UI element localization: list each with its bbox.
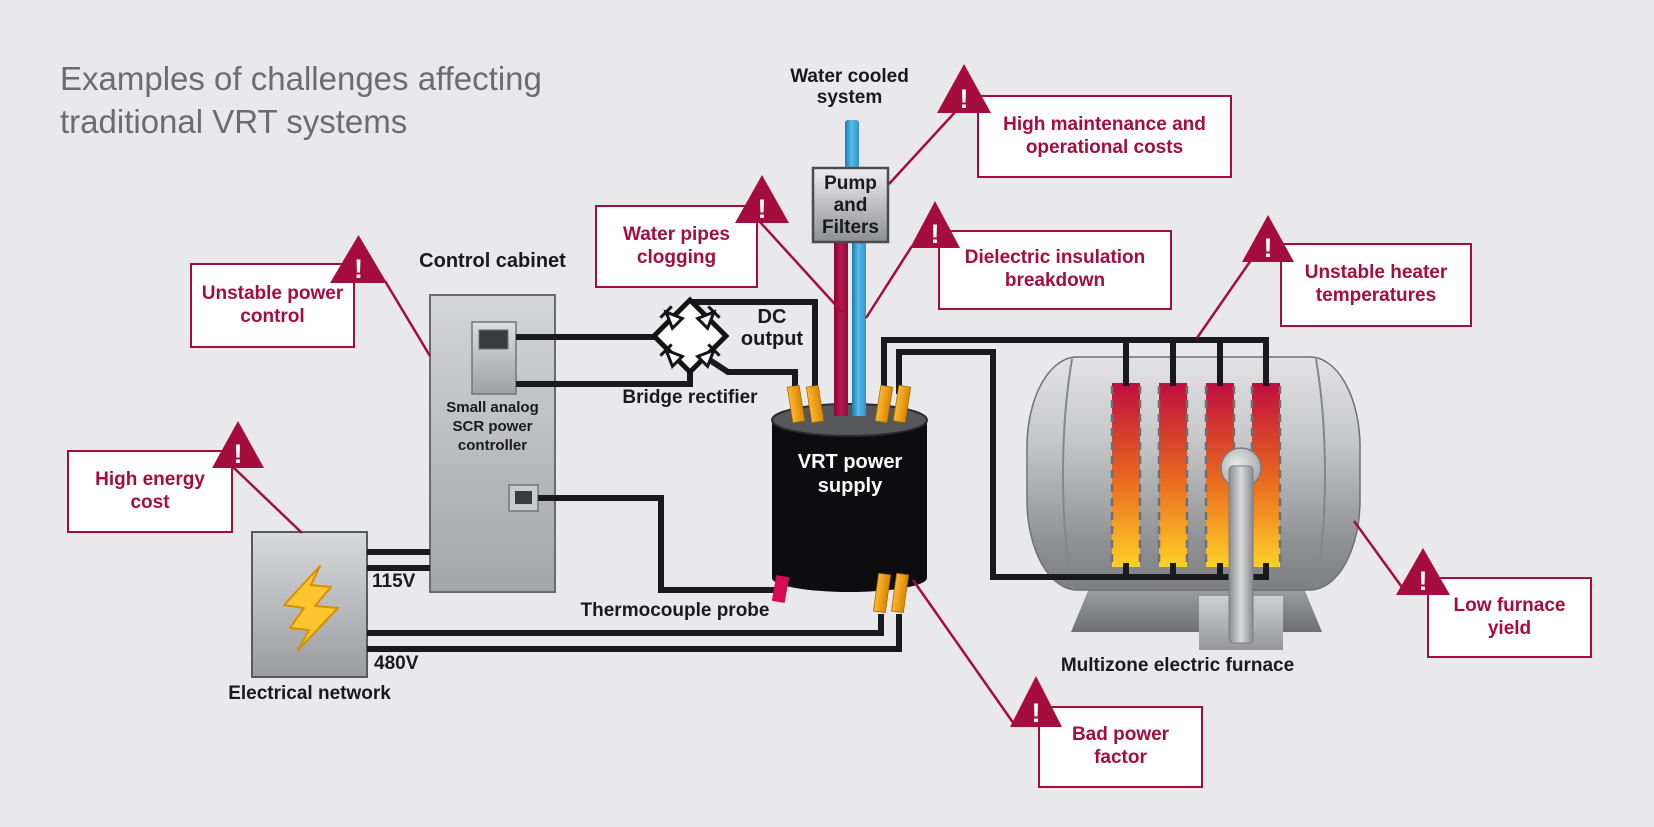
pump-filters-box — [811, 166, 890, 244]
furnace-body — [1026, 356, 1361, 591]
pointer-unstable-heater — [1195, 249, 1260, 339]
callout-high-maintenance-costs: High maintenance and operational costs — [977, 95, 1232, 178]
pointer-bad-power — [911, 579, 1016, 725]
blue-pipe — [845, 120, 859, 174]
wire-ac-2 — [516, 372, 693, 387]
diode-icon — [659, 305, 685, 331]
thermocouple-probe-label: Thermocouple probe — [580, 600, 770, 621]
bridge-rectifier — [650, 296, 730, 376]
page-title: Examples of challenges affecting traditi… — [60, 60, 542, 140]
water-pipes — [834, 120, 866, 416]
blue-pipe — [852, 240, 866, 416]
callout-text: High energy cost — [95, 468, 205, 513]
vrt-power-supply-label: VRT power supply — [797, 451, 903, 497]
callout-text: Bad power factor — [1071, 724, 1170, 768]
wires — [367, 299, 1269, 652]
callout-unstable-heater-temperatures: Unstable heater temperatures — [1280, 243, 1472, 327]
diode-icon — [659, 343, 685, 369]
pointer-low-yield — [1352, 520, 1406, 591]
exclamation-glyph: ! — [959, 83, 969, 114]
callout-text: Unstable power control — [201, 282, 344, 327]
voltage-480-label: 480V — [374, 653, 419, 674]
callout-text: Low furnace yield — [1453, 594, 1566, 639]
voltage-115-label: 115V — [372, 571, 416, 592]
callout-unstable-power-control: Unstable power control — [190, 263, 355, 348]
callout-high-energy-cost: High energy cost — [67, 450, 233, 533]
bridge-rectifier-label: Bridge rectifier — [622, 387, 758, 408]
wire-thermocouple — [538, 495, 777, 593]
pointer-water-pipes — [759, 221, 843, 313]
wire-480v — [367, 614, 884, 636]
pump-filters-label: Pump and Filters — [821, 173, 880, 238]
callout-pointers — [232, 109, 1406, 725]
callout-dielectric-breakdown: Dielectric insulation breakdown — [938, 230, 1172, 310]
pointer-high-energy — [232, 466, 303, 534]
wire-480v — [367, 614, 902, 652]
vrt-power-supply — [771, 403, 928, 592]
exclamation-glyph: ! — [757, 193, 767, 224]
callout-text: High maintenance and operational costs — [1003, 113, 1206, 158]
control-cabinet-label: Control cabinet — [419, 250, 566, 272]
pointer-dielectric — [864, 245, 914, 319]
diode-icon — [695, 343, 721, 369]
pointer-unstable-power — [383, 280, 432, 357]
electrical-network-box — [251, 531, 368, 678]
exclamation-glyph: ! — [930, 218, 940, 249]
wire-dc-1 — [690, 299, 818, 414]
callout-text: Dielectric insulation breakdown — [964, 247, 1146, 291]
heater-bar — [1110, 383, 1142, 567]
wire-heater-bottom-bus — [896, 349, 1269, 580]
water-cooled-system-label: Water cooled system — [790, 66, 909, 109]
thermocouple-tab — [771, 575, 790, 604]
diode-icon — [695, 305, 721, 331]
callout-text: Water pipes clogging — [623, 223, 730, 268]
electrode-tabs — [771, 384, 912, 614]
lightning-icon — [283, 565, 339, 651]
control-cabinet-box — [429, 294, 556, 593]
electrical-network-label: Electrical network — [228, 683, 391, 704]
exclamation-glyph: ! — [1418, 565, 1428, 596]
exclamation-glyph: ! — [354, 253, 363, 284]
wire-heater-top-bus — [881, 337, 1269, 394]
callout-low-furnace-yield: Low furnace yield — [1427, 577, 1592, 658]
furnace-label: Multizone electric furnace — [1060, 655, 1295, 676]
exclamation-glyph: ! — [1031, 697, 1041, 728]
callout-text: Unstable heater temperatures — [1304, 262, 1448, 306]
scr-controller-label: Small analog SCR power controller — [446, 399, 539, 454]
red-pipe — [834, 240, 848, 416]
callout-water-pipes-clogging: Water pipes clogging — [595, 205, 758, 288]
dc-output-label: DC output — [740, 306, 804, 351]
furnace-tube — [1220, 447, 1262, 644]
heater-bar — [1157, 383, 1189, 567]
thermocouple-module — [508, 484, 539, 512]
exclamation-glyph: ! — [1263, 232, 1273, 263]
pointer-high-maintenance — [888, 109, 958, 185]
exclamation-glyph: ! — [233, 438, 243, 469]
callout-bad-power-factor: Bad power factor — [1038, 706, 1203, 788]
scr-controller-device — [471, 321, 517, 395]
furnace-stand — [1071, 586, 1322, 632]
